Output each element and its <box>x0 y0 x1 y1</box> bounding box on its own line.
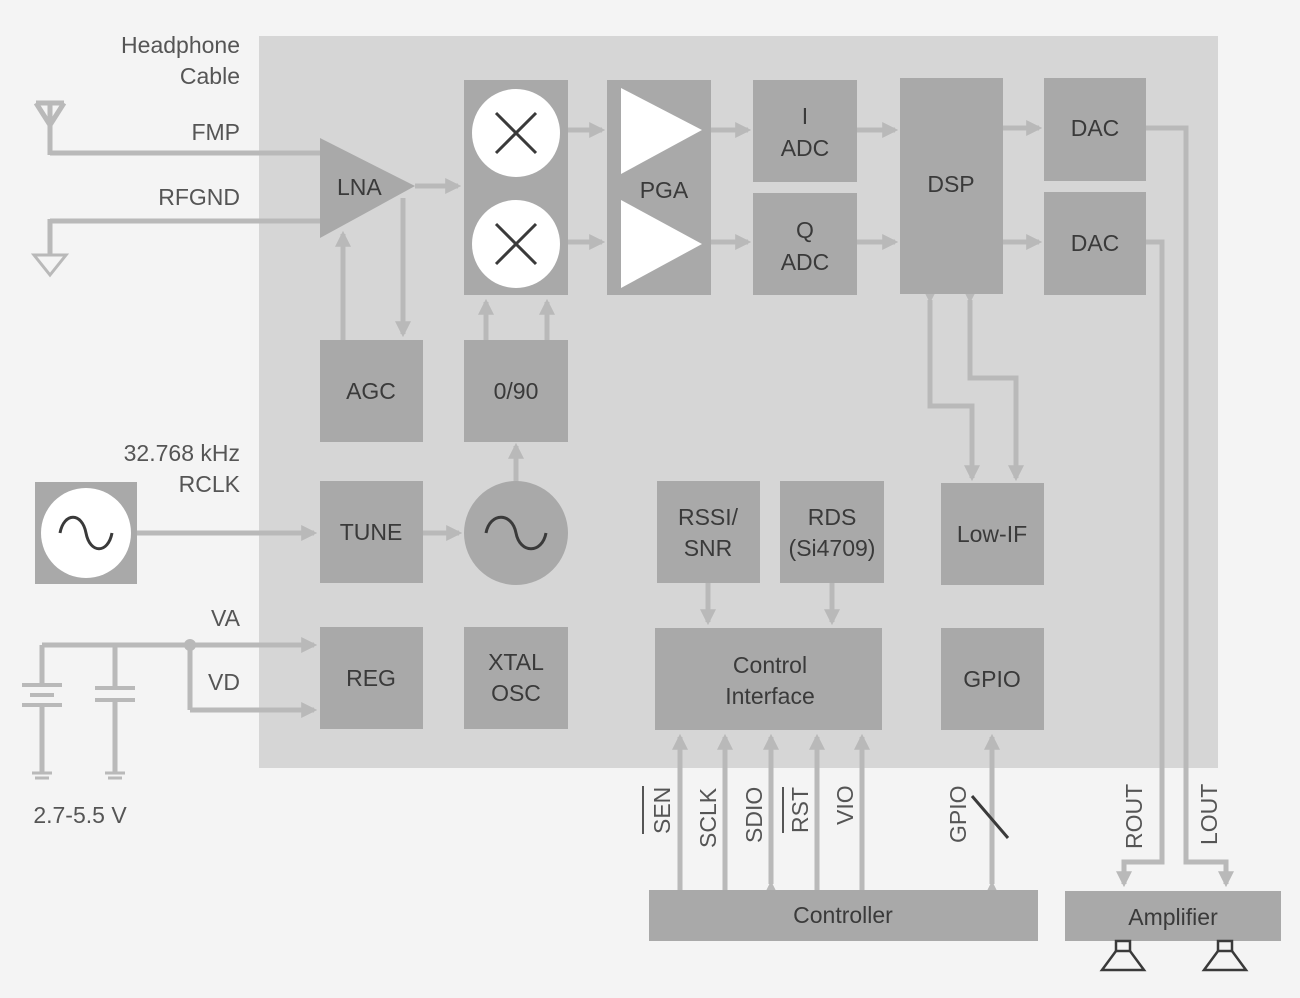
lout-pin-label: LOUT <box>1196 784 1222 845</box>
dac-bottom-block <box>1044 192 1146 295</box>
agc-block <box>320 340 423 442</box>
xtal-label-2: OSC <box>491 680 541 706</box>
dac-top-label: DAC <box>1071 115 1120 141</box>
phase-splitter-block <box>464 340 568 442</box>
amplifier-block <box>1065 891 1281 941</box>
sen-pin-label: SEN <box>649 787 675 834</box>
tune-label: TUNE <box>340 519 403 545</box>
xtal-label-1: XTAL <box>488 649 544 675</box>
gpio-pin-label: GPIO <box>945 785 971 843</box>
amplifier-triangle-icon <box>621 88 702 174</box>
rds-label-1: RDS <box>808 504 857 530</box>
antenna-icon <box>33 100 67 155</box>
control-interface-block <box>655 628 882 730</box>
rout-pin-label: ROUT <box>1121 784 1147 849</box>
low-if-block <box>941 483 1044 585</box>
dsp-block <box>900 78 1003 294</box>
sine-wave-icon <box>484 515 548 551</box>
amplifier-label: Amplifier <box>1128 904 1218 930</box>
gpio-bus-slash <box>970 795 1010 839</box>
speaker-icon <box>1201 939 1249 972</box>
reg-label: REG <box>346 665 396 691</box>
dac-bottom-label: DAC <box>1071 230 1120 256</box>
i-adc-label-2: ADC <box>781 135 830 161</box>
va-label: VA <box>211 605 241 631</box>
reg-block <box>320 627 423 729</box>
sine-wave-icon <box>58 515 114 551</box>
controller-label: Controller <box>793 902 893 928</box>
i-adc-label-1: I <box>802 103 808 129</box>
lna-label: LNA <box>337 174 382 200</box>
lout-line <box>1146 125 1235 888</box>
rst-pin-label: RST <box>787 787 813 833</box>
q-adc-label-2: ADC <box>781 249 830 275</box>
rf-ground-icon <box>30 218 330 278</box>
capacitor-icon <box>95 645 135 780</box>
sdio-pin-label: SDIO <box>741 787 767 843</box>
xtal-osc-block <box>464 627 568 729</box>
rds-label-2: (Si4709) <box>789 535 876 561</box>
fmp-label: FMP <box>191 119 240 145</box>
q-adc-block <box>753 193 857 295</box>
q-adc-label-1: Q <box>796 217 814 243</box>
headphone-label-1: Headphone <box>121 32 240 58</box>
rssi-label-2: SNR <box>684 535 733 561</box>
lna-block <box>320 138 415 238</box>
rout-line <box>1115 239 1165 888</box>
gpio-label: GPIO <box>963 666 1021 692</box>
rfgnd-label: RFGND <box>158 184 240 210</box>
control-label-1: Control <box>733 652 807 678</box>
speaker-icon <box>1099 939 1147 972</box>
vio-pin-label: VIO <box>832 785 858 825</box>
pga-label: PGA <box>640 177 689 203</box>
rds-block <box>780 481 884 583</box>
vd-label: VD <box>208 669 240 695</box>
rssi-label-1: RSSI/ <box>678 504 739 530</box>
rclk-label-1: 32.768 kHz <box>124 440 240 466</box>
rclk-label-2: RCLK <box>179 471 241 497</box>
agc-label: AGC <box>346 378 396 404</box>
i-adc-block <box>753 80 857 182</box>
battery-icon <box>22 645 62 780</box>
mixer-icon <box>472 89 560 177</box>
dsp-lowif-link-2 <box>961 287 1025 482</box>
gpio-block <box>941 628 1044 730</box>
headphone-label-2: Cable <box>180 63 240 89</box>
sclk-pin-label: SCLK <box>695 787 721 848</box>
voltage-label: 2.7-5.5 V <box>33 802 127 828</box>
rssi-snr-block <box>657 481 760 583</box>
tune-block <box>320 481 423 583</box>
phase-splitter-label: 0/90 <box>494 378 539 404</box>
controller-block <box>649 890 1038 941</box>
amplifier-triangle-icon <box>621 200 702 288</box>
dsp-label: DSP <box>927 171 974 197</box>
dac-top-block <box>1044 78 1146 181</box>
mixer-icon <box>472 200 560 288</box>
control-label-2: Interface <box>725 683 815 709</box>
low-if-label: Low-IF <box>957 521 1027 547</box>
